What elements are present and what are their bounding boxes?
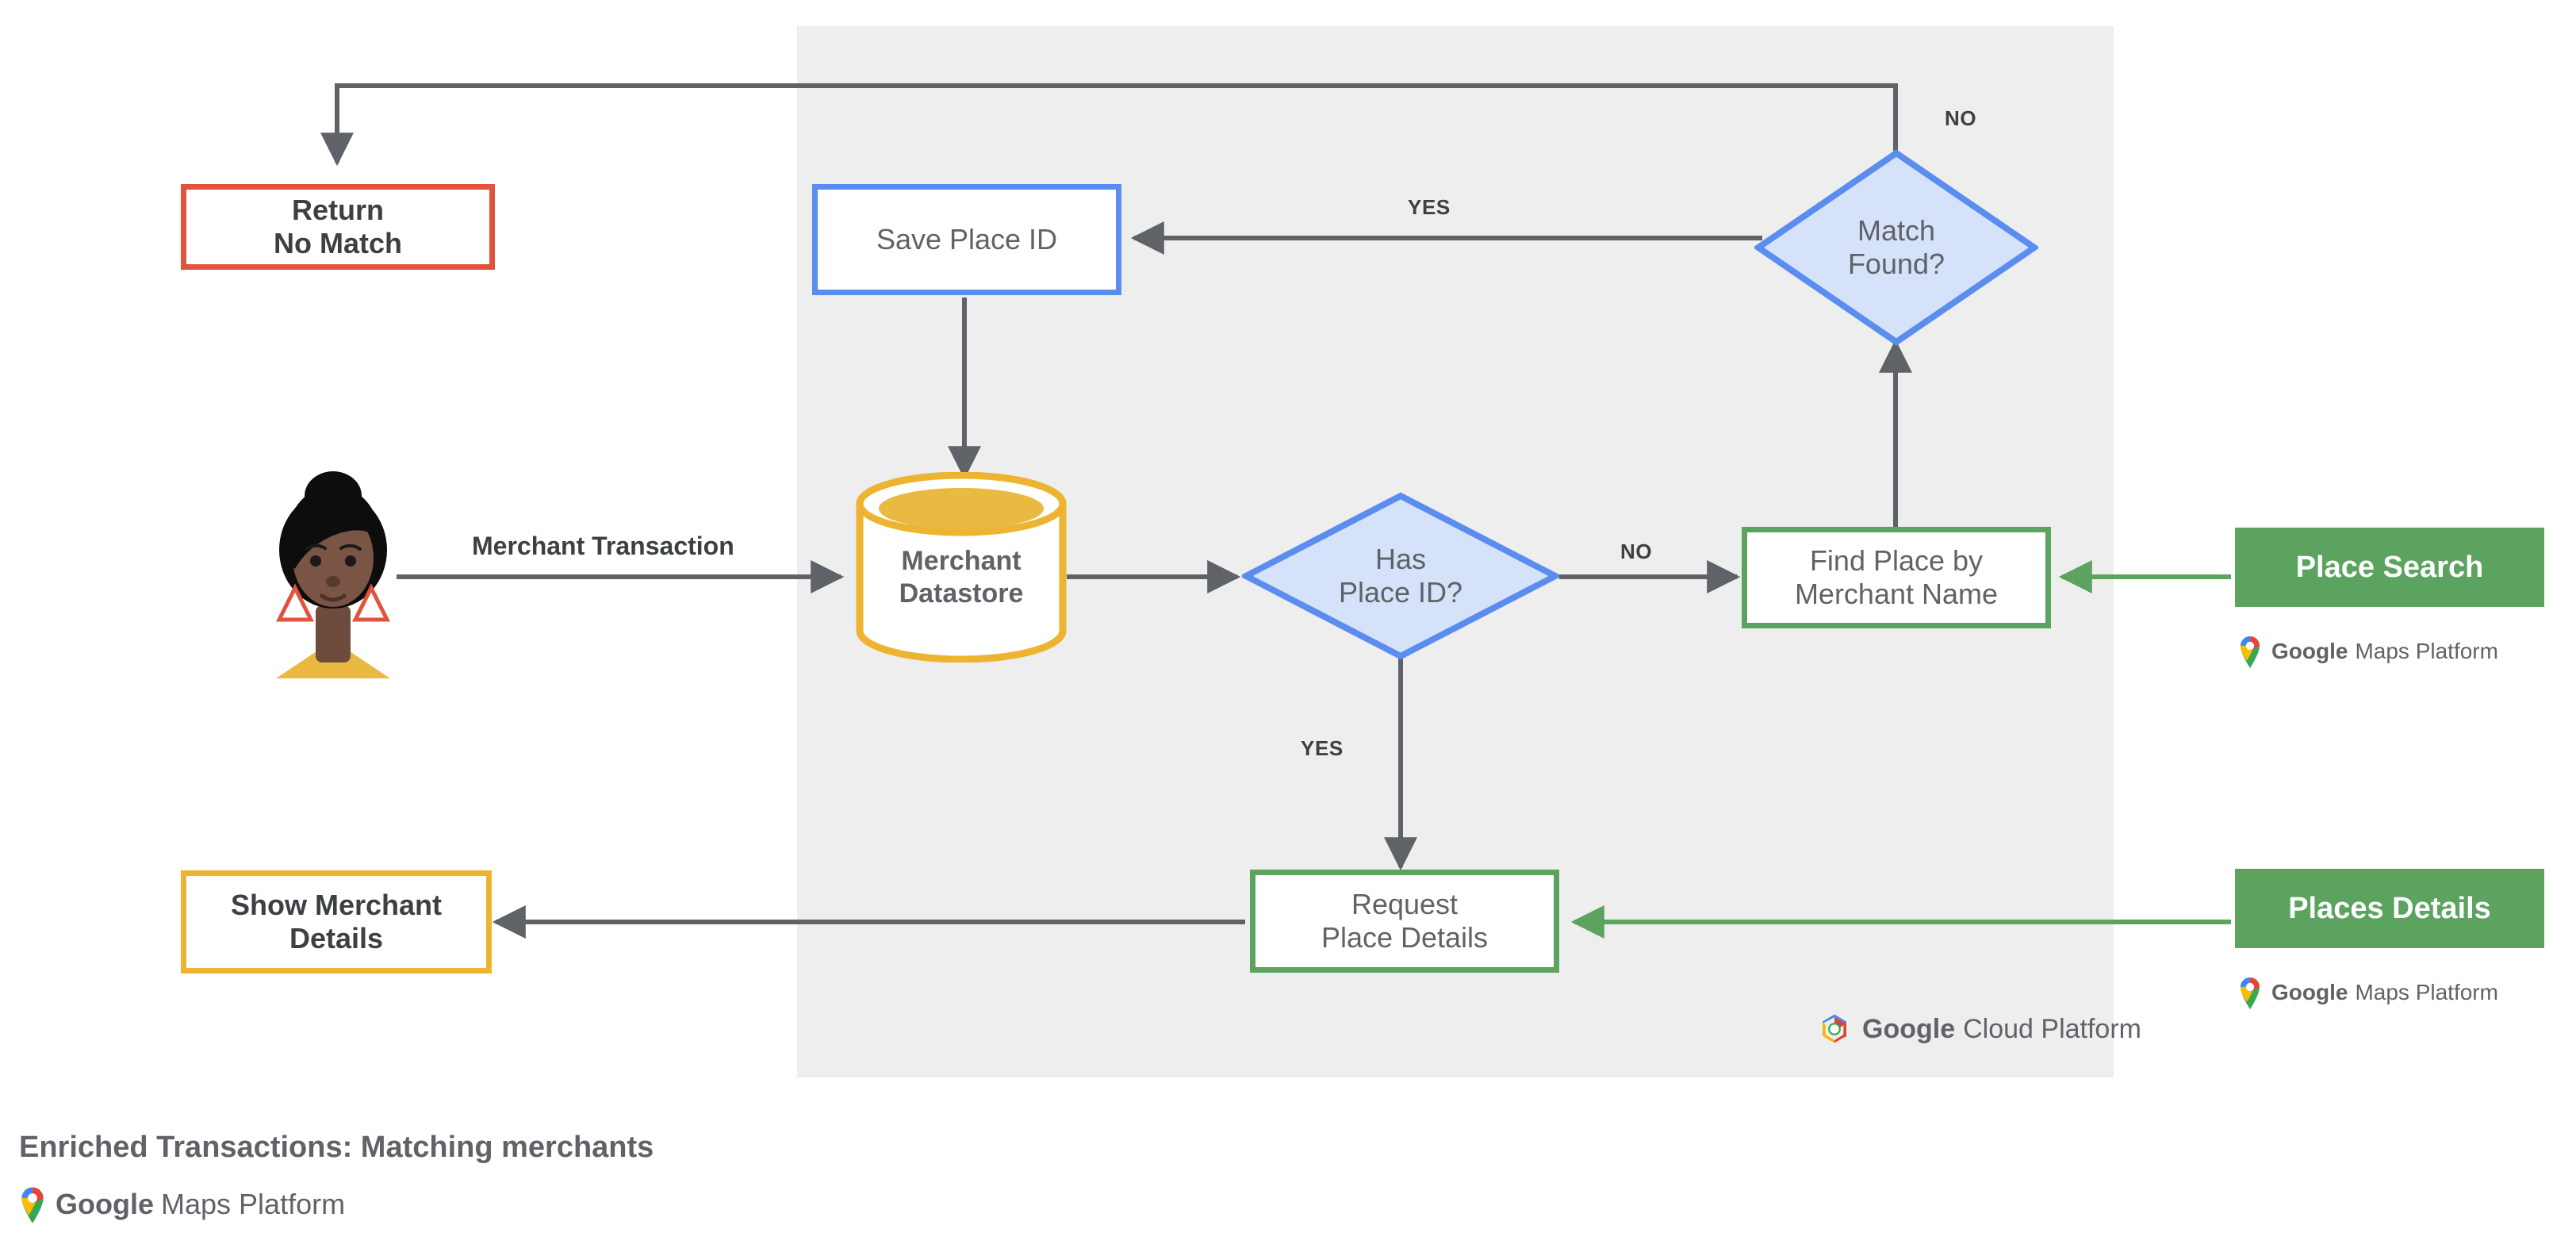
node-merchant-datastore[interactable]: Merchant Datastore xyxy=(853,471,1069,663)
gmp-google-word: Google xyxy=(2271,639,2348,663)
gmp-logo-places-details: Google Maps Platform xyxy=(2238,976,2498,1009)
node-label-line2: Merchant Name xyxy=(1794,578,1999,610)
node-show-merchant-details[interactable]: Show Merchant Details xyxy=(181,870,492,974)
node-find-place-by-merchant-name[interactable]: Find Place by Merchant Name xyxy=(1742,527,2051,628)
google-cloud-platform-logo: Google Cloud Platform xyxy=(1818,1012,2141,1046)
gmp-google-word: Google xyxy=(56,1188,154,1220)
maps-pin-icon xyxy=(21,1187,44,1223)
node-place-search-api[interactable]: Place Search xyxy=(2235,528,2544,607)
gcp-google-word: Google xyxy=(1862,1013,1956,1044)
node-label-line1: Return xyxy=(292,193,384,226)
node-label-line1: Show Merchant xyxy=(230,888,443,921)
edge-label-has-place-id-yes: YES xyxy=(1301,736,1344,760)
node-return-no-match[interactable]: Return No Match xyxy=(181,184,495,270)
gmp-google-word: Google xyxy=(2271,980,2348,1004)
gmp-logo-footer: Google Maps Platform xyxy=(19,1185,345,1223)
diagram-title: Enriched Transactions: Matching merchant… xyxy=(19,1131,654,1164)
gcp-hexagon-icon xyxy=(1823,1014,1846,1043)
node-save-place-id[interactable]: Save Place ID xyxy=(812,184,1121,295)
edge-label-match-found-no: NO xyxy=(1945,106,1977,130)
node-match-found[interactable]: Match Found? xyxy=(1752,149,2041,346)
node-has-place-id[interactable]: Has Place ID? xyxy=(1239,492,1562,660)
node-label-line1: Save Place ID xyxy=(876,222,1058,255)
node-label-line2: Details xyxy=(289,922,384,954)
gcp-cloud-platform-word: Cloud Platform xyxy=(1963,1013,2141,1044)
edge-label-merchant-transaction: Merchant Transaction xyxy=(472,532,734,560)
maps-pin-icon xyxy=(2241,636,2260,668)
maps-pin-icon xyxy=(2241,977,2260,1009)
node-label-line2: No Match xyxy=(274,227,402,259)
node-label-line1: Find Place by xyxy=(1809,543,1984,577)
edge-label-has-place-id-no: NO xyxy=(1620,540,1653,563)
node-label-line1: Place Search xyxy=(2295,550,2484,584)
node-places-details-api[interactable]: Places Details xyxy=(2235,869,2544,948)
gmp-maps-platform-word: Maps Platform xyxy=(161,1188,346,1220)
node-label-line1: Request xyxy=(1351,887,1459,920)
edge-label-match-found-yes: YES xyxy=(1408,195,1451,219)
node-label-line1: Places Details xyxy=(2288,891,2491,925)
gmp-maps-platform-word: Maps Platform xyxy=(2355,639,2498,663)
node-request-place-details[interactable]: Request Place Details xyxy=(1250,870,1559,973)
gmp-logo-place-search: Google Maps Platform xyxy=(2238,635,2498,668)
node-label-line2: Place Details xyxy=(1321,921,1489,954)
customer-avatar-icon xyxy=(262,464,404,678)
gmp-maps-platform-word: Maps Platform xyxy=(2355,980,2498,1004)
